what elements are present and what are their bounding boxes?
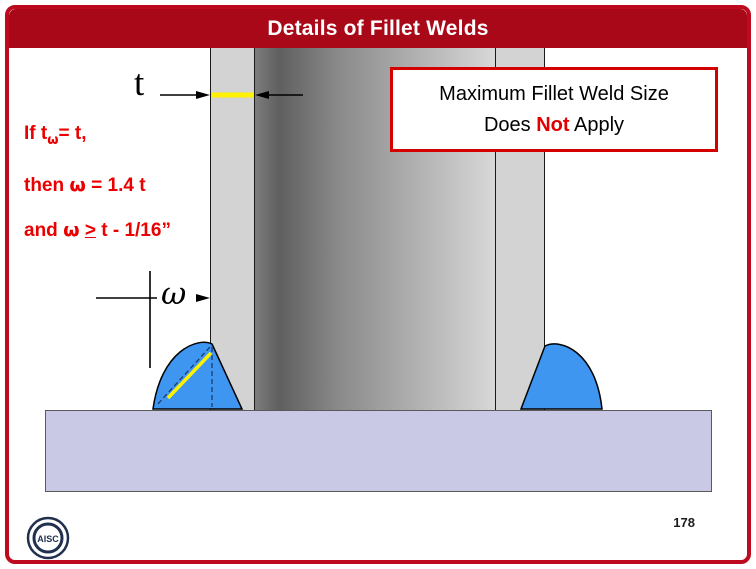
callout-emphasis: Not [536,113,570,136]
callout-line-1: Maximum Fillet Weld Size [439,82,669,105]
weld-size-dimension-label: ω [161,276,187,312]
omega-symbol: ω [63,218,80,241]
note-line-2: then ω = 1.4 t [24,173,146,196]
weld-size-notes: If tω= t, then ω = 1.4 t and ω > t - 1/1… [24,112,171,253]
base-plate [45,410,712,492]
note-line-3: and ω > t - 1/16” [24,218,171,241]
left-plate-strip [210,48,255,410]
callout-line-2: Does Not Apply [483,113,625,136]
page-title: Details of Fillet Welds [267,16,489,40]
max-weld-size-callout: Maximum Fillet Weld Size Does Not Apply [390,67,718,152]
omega-subscript: ω [47,132,59,148]
greater-equal-sign: > [84,219,96,241]
omega-symbol: ω [69,173,86,196]
page-number: 178 [673,515,695,530]
title-bar: Details of Fillet Welds [9,9,747,48]
note-line-1: If tω= t, [24,123,87,148]
thickness-dimension-label: t [134,63,145,104]
